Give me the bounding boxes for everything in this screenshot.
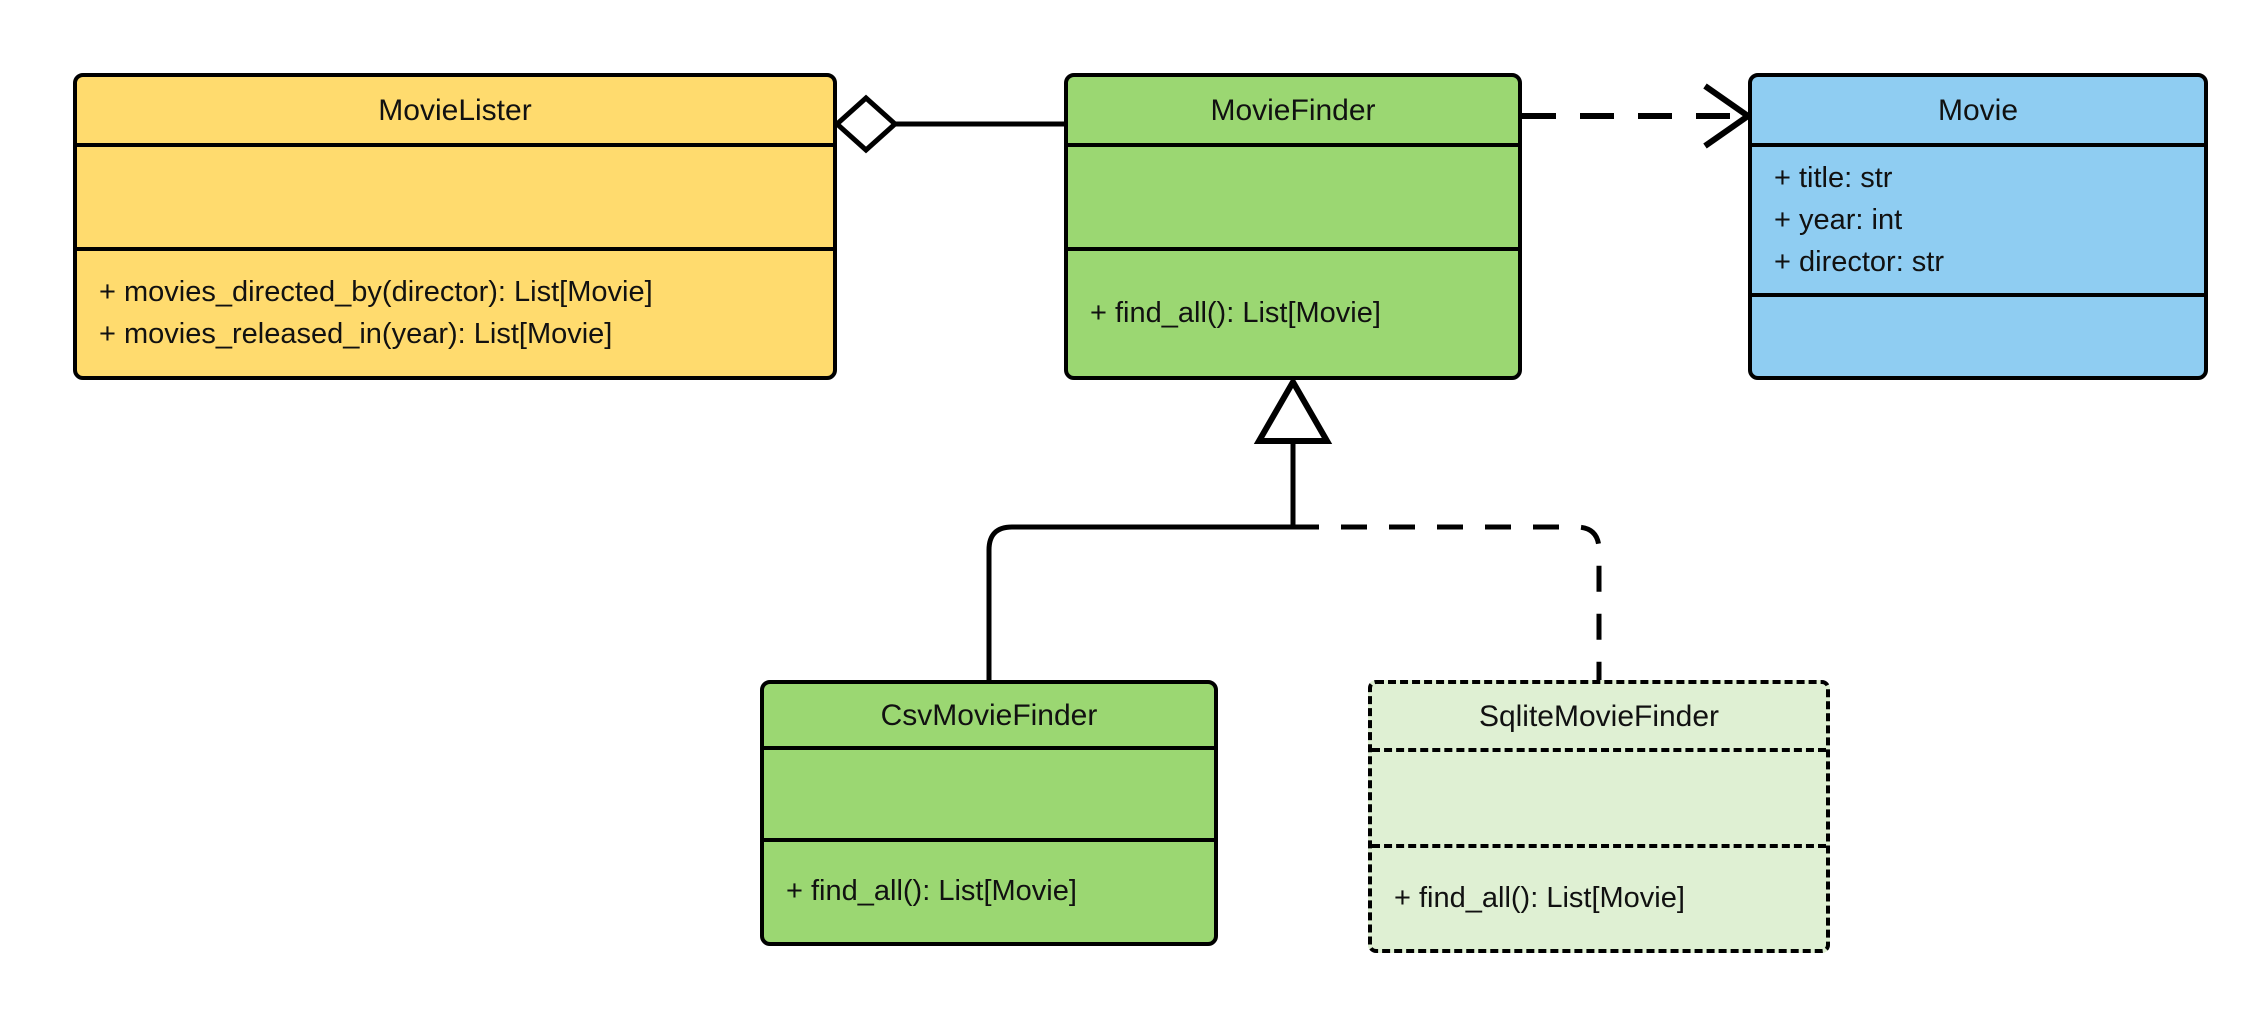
class-methods-compartment: + movies_directed_by(director): List[Mov…: [77, 247, 833, 376]
method-item: + movies_directed_by(director): List[Mov…: [99, 275, 653, 308]
class-title-compartment: Movie: [1752, 77, 2204, 143]
class-name-label: Movie: [1937, 93, 2019, 127]
edge-generalization-csv: [986, 524, 1293, 680]
method-item: + find_all(): List[Movie]: [1394, 881, 1685, 914]
edge-dependency-finder-movie: [1522, 83, 1754, 149]
open-arrow-icon: [1703, 83, 1754, 149]
class-methods-compartment: + find_all(): List[Movie]: [1068, 247, 1518, 376]
class-title-compartment: MovieLister: [77, 77, 833, 143]
attribute-item: + year: int: [1774, 203, 1903, 236]
class-box-movie[interactable]: Movie + title: str + year: int + directo…: [1748, 73, 2208, 380]
class-box-movie-finder[interactable]: MovieFinder + find_all(): List[Movie]: [1064, 73, 1522, 380]
method-item: + movies_released_in(year): List[Movie]: [99, 317, 613, 350]
class-title-compartment: MovieFinder: [1068, 77, 1518, 143]
class-title-compartment: CsvMovieFinder: [764, 684, 1214, 746]
edge-aggregation-lister-finder: [833, 94, 1064, 154]
class-name-label: MovieFinder: [1210, 93, 1376, 127]
class-attributes-compartment: [1068, 143, 1518, 247]
class-name-label: SqliteMovieFinder: [1478, 699, 1720, 733]
sqlite-branch-dashed-line: [1293, 524, 1602, 680]
class-title-compartment: SqliteMovieFinder: [1372, 684, 1826, 748]
class-name-label: MovieLister: [378, 93, 532, 127]
class-attributes-compartment: [77, 143, 833, 247]
class-box-movie-lister[interactable]: MovieLister + movies_directed_by(directo…: [73, 73, 837, 380]
class-methods-compartment: [1752, 293, 2204, 376]
hollow-diamond-icon: [833, 94, 899, 154]
class-box-sqlite-movie-finder[interactable]: SqliteMovieFinder + find_all(): List[Mov…: [1368, 680, 1830, 953]
class-name-label: CsvMovieFinder: [880, 698, 1098, 732]
class-methods-compartment: + find_all(): List[Movie]: [1372, 844, 1826, 949]
method-item: + find_all(): List[Movie]: [786, 875, 1077, 908]
csv-branch-solid-line: [986, 524, 1293, 680]
edge-generalization-sqlite: [1293, 524, 1602, 680]
attribute-item: + title: str: [1774, 162, 1893, 194]
method-item: + find_all(): List[Movie]: [1090, 296, 1381, 329]
attribute-item: + director: str: [1774, 245, 1945, 278]
class-attributes-compartment: [1372, 748, 1826, 844]
class-attributes-compartment: + title: str + year: int + director: str: [1752, 143, 2204, 293]
class-attributes-compartment: [764, 746, 1214, 838]
class-methods-compartment: + find_all(): List[Movie]: [764, 838, 1214, 942]
hollow-triangle-icon: [1253, 375, 1333, 444]
class-box-csv-movie-finder[interactable]: CsvMovieFinder + find_all(): List[Movie]: [760, 680, 1218, 946]
edge-generalization-trunk: [1253, 375, 1333, 527]
